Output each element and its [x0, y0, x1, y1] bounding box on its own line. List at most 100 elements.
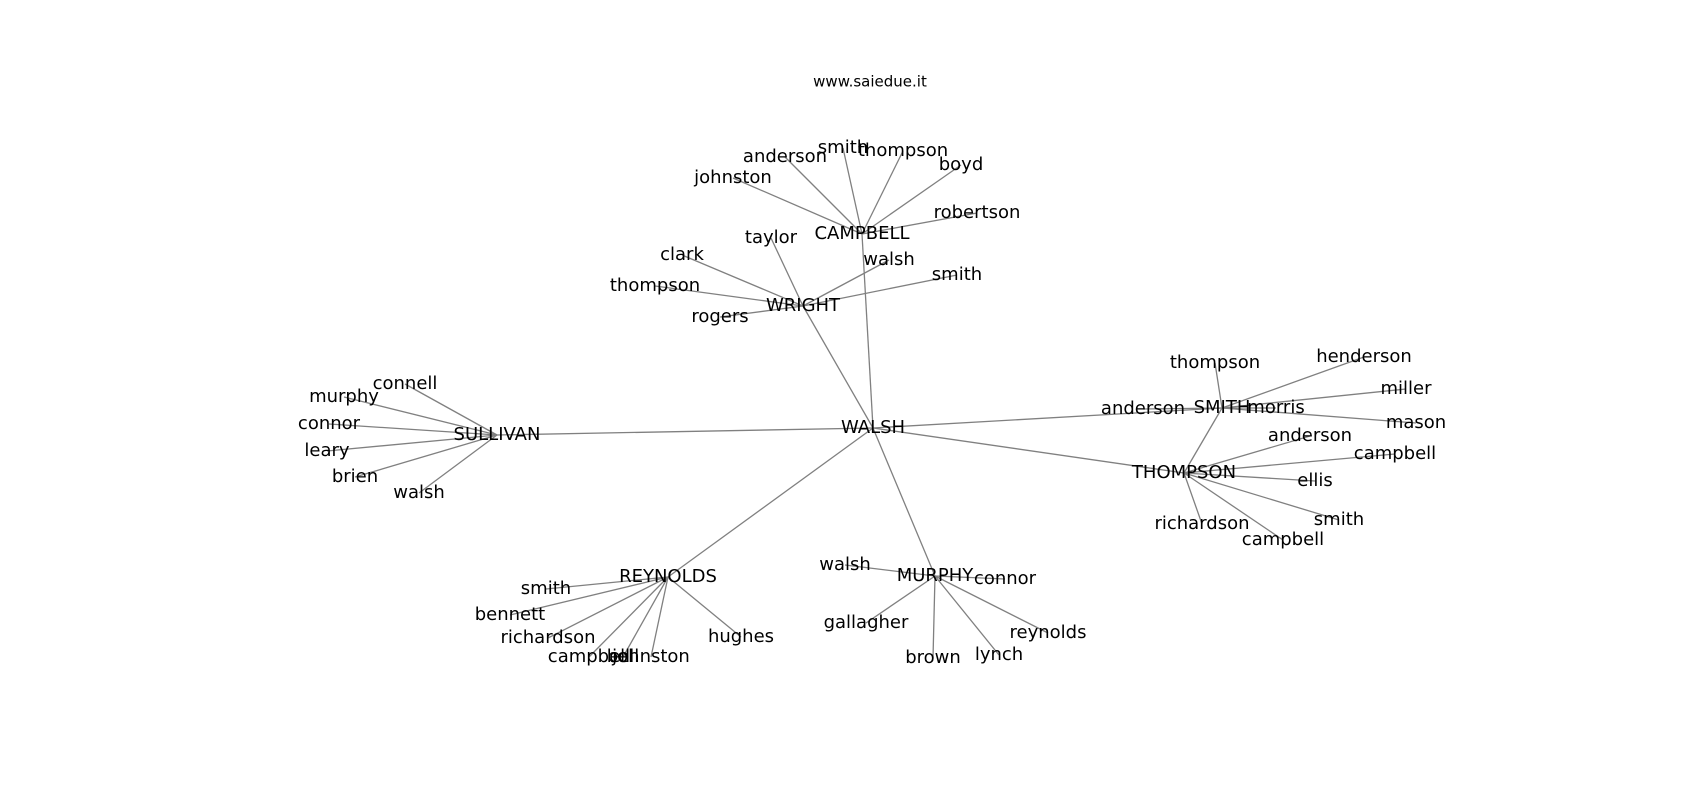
node-label-w-smith: smith: [932, 264, 982, 285]
node-label-w-thompson: thompson: [610, 275, 700, 296]
node-label-w-walsh: walsh: [863, 249, 915, 270]
edge-campbell_hub-c_thompson: [861, 150, 904, 235]
node-label-sm-miller: miller: [1380, 378, 1432, 399]
node-label-w-rogers: rogers: [691, 306, 748, 327]
node-label-c-johnston: johnston: [693, 167, 772, 188]
edge-sullivan_hub-s_brien: [354, 434, 498, 478]
node-label-t-anderson: anderson: [1268, 425, 1352, 446]
node-label-m-reynolds: reynolds: [1010, 622, 1087, 643]
edge-smith_hub-sm_anderson: [1142, 407, 1223, 410]
edge-walsh_hub-reynolds_hub: [667, 427, 874, 578]
edge-walsh_hub-sullivan_hub: [496, 427, 874, 436]
edge-reynolds_hub-r_johnston: [650, 576, 669, 658]
edge-wright_hub-w_smith: [802, 274, 958, 307]
edge-campbell_hub-c_smith: [842, 147, 863, 235]
node-label-m-walsh: walsh: [819, 554, 871, 575]
edge-reynolds_hub-r_campbell: [588, 576, 669, 658]
node-label-t-smith: smith: [1314, 509, 1364, 530]
edge-murphy_hub-m_connor: [934, 575, 1006, 580]
graph-title: www.saiedue.it: [813, 73, 927, 91]
edge-sullivan_hub-s_connor: [328, 423, 498, 436]
node-label-s-brien: brien: [332, 466, 378, 487]
node-label-t-campbell: campbell: [1354, 443, 1436, 464]
edge-reynolds_hub-r_smith: [545, 576, 669, 590]
edge-smith_hub-sm_mason: [1221, 407, 1417, 424]
edge-murphy_hub-m_brown: [932, 575, 936, 659]
node-label-s-connell: connell: [373, 373, 438, 394]
edge-reynolds_hub-r_richardson: [547, 576, 669, 639]
node-label-s-leary: leary: [304, 440, 350, 461]
node-label-r-bennett: bennett: [475, 604, 546, 625]
edge-thompson_hub-t_campbell: [1183, 453, 1396, 474]
edge-murphy_hub-m_reynolds: [934, 575, 1049, 634]
node-label-r-johnston: johnston: [611, 646, 690, 667]
edge-smith_hub-thompson_hub: [1183, 407, 1223, 474]
hub-node-label-walsh-hub: WALSH: [841, 417, 905, 438]
edge-thompson_hub-t_smith: [1183, 472, 1340, 521]
edge-reynolds_hub-r_bell: [622, 576, 669, 658]
edge-wright_hub-w_thompson: [654, 285, 804, 307]
edge-campbell_hub-c_boyd: [861, 164, 962, 235]
node-label-m-brown: brown: [905, 647, 961, 668]
edge-sullivan_hub-s_leary: [326, 434, 498, 452]
edge-wright_hub-w_rogers: [719, 305, 804, 318]
edge-thompson_hub-t_ellis: [1183, 472, 1316, 482]
node-label-sm-thompson: thompson: [1170, 352, 1260, 373]
hub-node-label-thompson-hub: THOMPSON: [1131, 462, 1236, 483]
edge-walsh_hub-campbell_hub: [861, 233, 874, 429]
edge-reynolds_hub-r_bennett: [509, 576, 669, 616]
edge-campbell_hub-c_anderson: [784, 156, 863, 235]
node-label-s-connor: connor: [298, 413, 361, 434]
node-label-s-walsh: walsh: [393, 482, 445, 503]
node-label-sm-morris: morris: [1247, 397, 1304, 418]
node-label-c-boyd: boyd: [939, 154, 984, 175]
node-label-c-robertson: robertson: [934, 202, 1021, 223]
node-label-sm-mason: mason: [1386, 412, 1446, 433]
edge-smith_hub-sm_henderson: [1221, 356, 1365, 409]
edge-walsh_hub-murphy_hub: [872, 427, 936, 577]
edge-campbell_hub-c_johnston: [732, 177, 863, 235]
edge-wright_hub-w_walsh: [802, 259, 890, 307]
hub-node-label-sullivan-hub: SULLIVAN: [454, 424, 541, 445]
edge-murphy_hub-m_lynch: [934, 575, 1000, 656]
node-label-r-smith: smith: [521, 578, 571, 599]
node-label-t-ellis: ellis: [1297, 470, 1332, 491]
edges-layer: [326, 147, 1417, 659]
edge-walsh_hub-wright_hub: [802, 305, 874, 429]
edge-sullivan_hub-s_walsh: [418, 434, 498, 494]
edge-murphy_hub-m_gallagher: [865, 575, 936, 624]
hub-node-label-murphy-hub: MURPHY: [897, 565, 975, 586]
hub-node-label-smith-hub: SMITH: [1194, 397, 1251, 418]
edge-campbell_hub-c_robertson: [861, 212, 978, 235]
edge-murphy_hub-m_walsh: [844, 564, 936, 577]
edge-smith_hub-sm_miller: [1221, 388, 1407, 409]
hub-node-label-wright-hub: WRIGHT: [766, 295, 841, 316]
node-label-m-connor: connor: [974, 568, 1037, 589]
node-label-w-clark: clark: [660, 244, 704, 265]
node-label-r-hughes: hughes: [708, 626, 774, 647]
labels-layer: WALSHCAMPBELLWRIGHTSULLIVANSMITHTHOMPSON…: [298, 137, 1446, 668]
node-label-w-taylor: taylor: [745, 227, 798, 248]
edge-reynolds_hub-r_hughes: [667, 576, 742, 638]
node-label-sm-anderson: anderson: [1101, 398, 1185, 419]
node-label-s-murphy: murphy: [309, 386, 379, 407]
node-label-m-lynch: lynch: [975, 644, 1023, 665]
edge-thompson_hub-t_richardson: [1183, 472, 1203, 525]
hub-node-label-reynolds-hub: REYNOLDS: [619, 566, 717, 587]
edge-thompson_hub-t_campbell2: [1183, 472, 1284, 541]
edge-walsh_hub-thompson_hub: [872, 427, 1185, 474]
node-label-r-campbell: campbell: [548, 646, 630, 667]
edge-wright_hub-w_taylor: [770, 237, 804, 307]
node-label-c-smith: smith: [818, 137, 868, 158]
node-label-t-richardson: richardson: [1154, 513, 1249, 534]
edge-smith_hub-sm_thompson: [1214, 362, 1223, 409]
edge-sullivan_hub-s_murphy: [343, 396, 498, 436]
edge-thompson_hub-t_anderson: [1183, 435, 1311, 474]
node-label-t-campbell2: campbell: [1242, 529, 1324, 550]
edge-walsh_hub-smith_hub: [872, 407, 1223, 429]
edge-wright_hub-w_clark: [681, 254, 804, 307]
node-label-r-richardson: richardson: [500, 627, 595, 648]
node-label-r-bell: bell: [607, 646, 640, 667]
node-label-sm-henderson: henderson: [1316, 346, 1412, 367]
